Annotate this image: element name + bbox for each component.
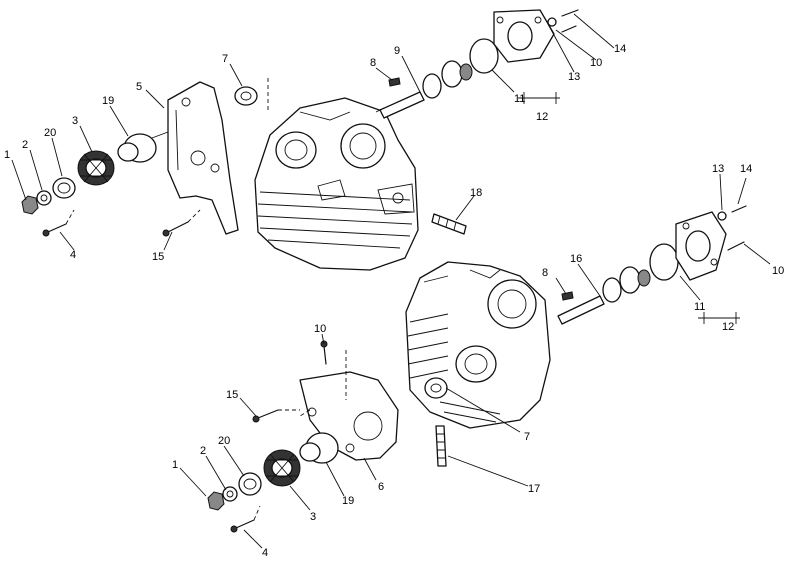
label-5-upper: 5 (136, 81, 142, 93)
label-20-lower: 20 (218, 435, 230, 447)
sprocket-lower (263, 449, 301, 487)
label-15-upper: 15 (152, 251, 164, 263)
label-10-upper: 10 (590, 57, 602, 69)
label-3-lower: 3 (310, 511, 316, 523)
o-ring-upper (469, 38, 499, 74)
label-20-upper: 20 (44, 127, 56, 139)
pin-8-lower (561, 291, 574, 301)
washer-13-lower (717, 211, 727, 221)
label-1-lower: 1 (172, 459, 178, 471)
label-13-upper: 13 (568, 71, 580, 83)
label-8-lower: 8 (542, 267, 548, 279)
stud-17-lower (435, 425, 447, 467)
label-10-lower-left: 10 (314, 323, 326, 335)
label-13-lower: 13 (712, 163, 724, 175)
bolt-10-upper (561, 25, 577, 33)
stud-18-upper (431, 213, 467, 235)
bolt-14-upper (561, 9, 579, 17)
label-4-lower: 4 (262, 547, 268, 559)
camshaft-lower (557, 266, 651, 325)
label-6-lower: 6 (378, 481, 384, 493)
washer-20-lower (238, 472, 262, 496)
label-1-upper: 1 (4, 149, 10, 161)
bolt-4-lower (230, 505, 261, 533)
label-3-upper: 3 (72, 115, 78, 127)
washer-2-lower (222, 486, 238, 502)
label-16-lower: 16 (570, 253, 582, 265)
label-19-lower: 19 (342, 495, 354, 507)
label-2-upper: 2 (22, 139, 28, 151)
o-ring-lower (649, 243, 679, 281)
label-15-lower: 15 (226, 389, 238, 401)
callout-leaders (11, 13, 771, 549)
label-12-upper: 12 (536, 111, 548, 123)
lower-assembly (207, 205, 747, 533)
timing-cover-upper (167, 81, 239, 235)
label-7-upper: 7 (222, 53, 228, 65)
nut-1-lower (207, 491, 225, 511)
part-labels: 1 2 20 3 19 5 7 4 15 8 9 11 12 13 10 14 … (4, 43, 784, 559)
end-cover-lower (675, 211, 740, 324)
nut-1-upper (21, 195, 39, 215)
washer-13-upper (547, 17, 557, 27)
bolt-14-lower (731, 205, 747, 213)
label-7-lower: 7 (524, 431, 530, 443)
seal-upper (234, 78, 269, 112)
label-4-upper: 4 (70, 249, 76, 261)
label-2-lower: 2 (200, 445, 206, 457)
bolt-4-upper (42, 209, 75, 237)
label-10-lower-right: 10 (772, 265, 784, 277)
bolt-10-lower-right (727, 241, 745, 251)
end-cover-upper (493, 9, 560, 104)
label-9-upper: 9 (394, 45, 400, 57)
upper-assembly (21, 9, 579, 271)
camshaft-upper (375, 60, 473, 119)
label-19-upper: 19 (102, 95, 114, 107)
label-11-lower: 11 (694, 301, 705, 313)
flange-lower (299, 432, 339, 464)
seal-lower (424, 377, 448, 399)
sprocket-upper (77, 150, 115, 186)
label-12-lower: 12 (722, 321, 734, 333)
label-14-upper: 14 (614, 43, 626, 55)
washer-2-upper (36, 190, 52, 206)
bolt-10-lower-left (320, 340, 328, 365)
lower-cylinder-head (405, 261, 551, 429)
upper-cylinder-head (254, 97, 419, 271)
bolt-15-upper (162, 209, 201, 237)
bolt-15-lower (252, 409, 300, 423)
washer-20-upper (52, 177, 76, 199)
label-8-upper: 8 (370, 57, 376, 69)
flange-upper (117, 131, 169, 163)
label-11-upper: 11 (514, 93, 525, 105)
label-14-lower: 14 (740, 163, 752, 175)
label-18-upper: 18 (470, 187, 482, 199)
label-17-lower: 17 (528, 483, 540, 495)
